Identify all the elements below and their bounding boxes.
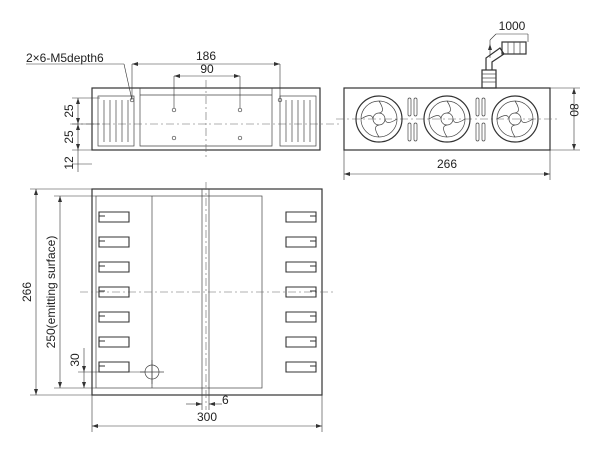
- side-view: 1000 80 266: [336, 19, 581, 180]
- cable-connector: [481, 41, 527, 89]
- dim-30-label: 30: [68, 353, 82, 367]
- dim-266-side-label: 266: [437, 157, 457, 171]
- side-vents: [407, 97, 486, 142]
- fan-1: [355, 95, 403, 143]
- fan-2: [423, 95, 471, 143]
- dim-left-stack: 25 25 12: [62, 97, 100, 172]
- dim-186-label: 186: [196, 49, 216, 63]
- hole-note: 2×6-M5depth6: [26, 51, 133, 101]
- dim-30: 30: [68, 348, 145, 388]
- dim-300-label: 300: [197, 410, 217, 424]
- dim-80-label: 80: [567, 103, 581, 117]
- dim-250: 250(emitting surface): [44, 195, 96, 389]
- front-view: 266 250(emitting surface) 30 6: [20, 182, 335, 432]
- dim-250-label: 250(emitting surface): [44, 236, 58, 349]
- dim-186: 186: [131, 49, 281, 98]
- dim-300: 300: [91, 395, 323, 432]
- dim-12-label: 12: [62, 156, 76, 170]
- dim-90: 90: [173, 62, 241, 108]
- top-view-left-fins: [97, 95, 135, 147]
- dim-25a-label: 25: [62, 104, 76, 118]
- dim-266-front: 266: [20, 188, 92, 396]
- dim-1000: 1000: [488, 19, 529, 58]
- dim-25b-label: 25: [62, 130, 76, 144]
- hole-note-label: 2×6-M5depth6: [26, 51, 104, 65]
- top-view: 186 90 2×6-M5depth6: [26, 49, 340, 172]
- dim-266-front-label: 266: [20, 282, 34, 302]
- dim-6-label: 6: [222, 393, 229, 407]
- front-right-slots: [285, 211, 317, 373]
- top-view-right-fins: [279, 95, 317, 147]
- dim-6: 6: [186, 393, 229, 410]
- top-view-holes: [129, 97, 283, 141]
- dim-1000-label: 1000: [499, 19, 526, 33]
- dim-80: 80: [550, 87, 581, 151]
- front-left-slots: [98, 211, 130, 373]
- front-view-outline: [91, 188, 323, 396]
- dim-266-side: 266: [343, 150, 551, 180]
- fan-3: [491, 95, 539, 143]
- dim-90-label: 90: [200, 62, 214, 76]
